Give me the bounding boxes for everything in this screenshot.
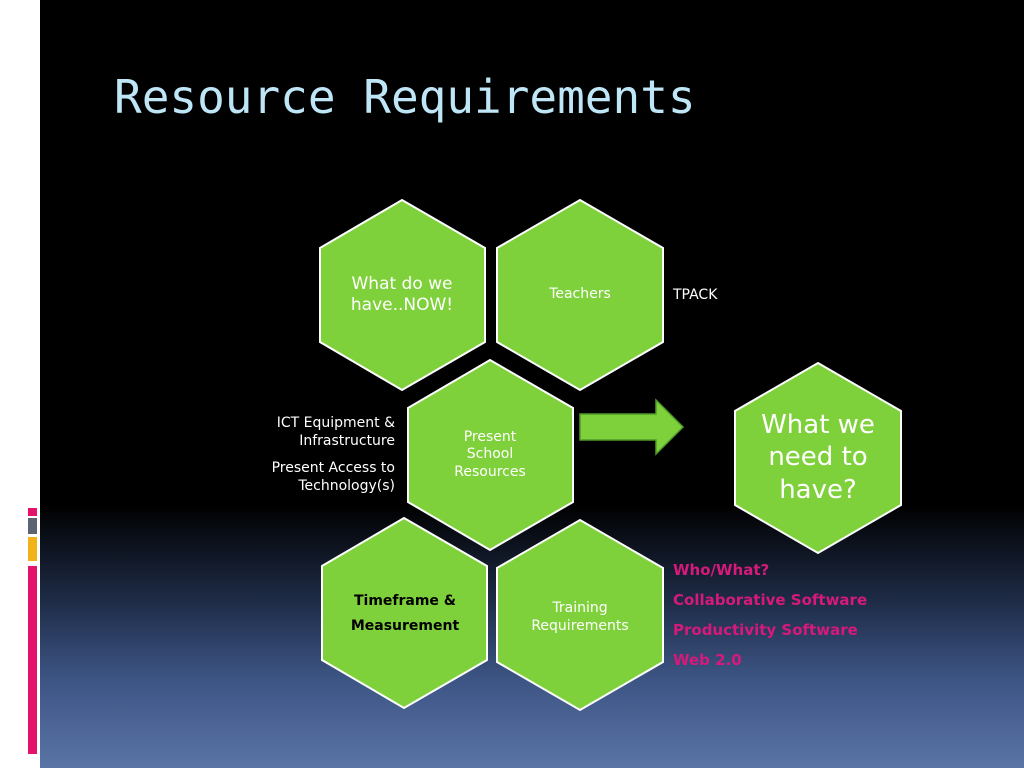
strip-mark-yellow: [28, 537, 37, 561]
tpack-label: TPACK: [673, 287, 718, 303]
training-list-item: Productivity Software: [673, 621, 858, 639]
hex-have-now: [319, 198, 486, 392]
training-list-item: Collaborative Software: [673, 591, 868, 609]
training-list-item: Who/What?: [673, 561, 770, 579]
hex-teachers: [496, 198, 664, 392]
hex-need-label: What we need to have?: [761, 409, 875, 505]
ict-label: ICT Equipment & Infrastructure: [276, 415, 395, 450]
left-decor-strip: [0, 0, 40, 768]
hex-training: [496, 518, 664, 712]
strip-mark-pink-1: [28, 508, 37, 516]
strip-mark-gray: [28, 518, 37, 534]
arrow-right: [579, 398, 685, 456]
hex-need: [734, 361, 902, 555]
training-list: Who/What? Collaborative Software Product…: [673, 555, 933, 675]
hex-present-label: Present School Resources: [454, 428, 526, 480]
strip-mark-pink-2: [28, 566, 37, 754]
slide-title: Resource Requirements: [114, 70, 696, 124]
hex-have-now-label: What do we have..NOW!: [350, 273, 454, 315]
access-label: Present Access to Technology(s): [271, 460, 395, 495]
training-list-item: Web 2.0: [673, 651, 742, 669]
hex-teachers-label: Teachers: [549, 286, 611, 303]
hex-training-label: Training Requirements: [531, 600, 629, 634]
hex-present: [407, 358, 574, 552]
hex-timeframe: [321, 516, 488, 710]
hex-timeframe-label: Timeframe & Measurement: [350, 592, 460, 634]
